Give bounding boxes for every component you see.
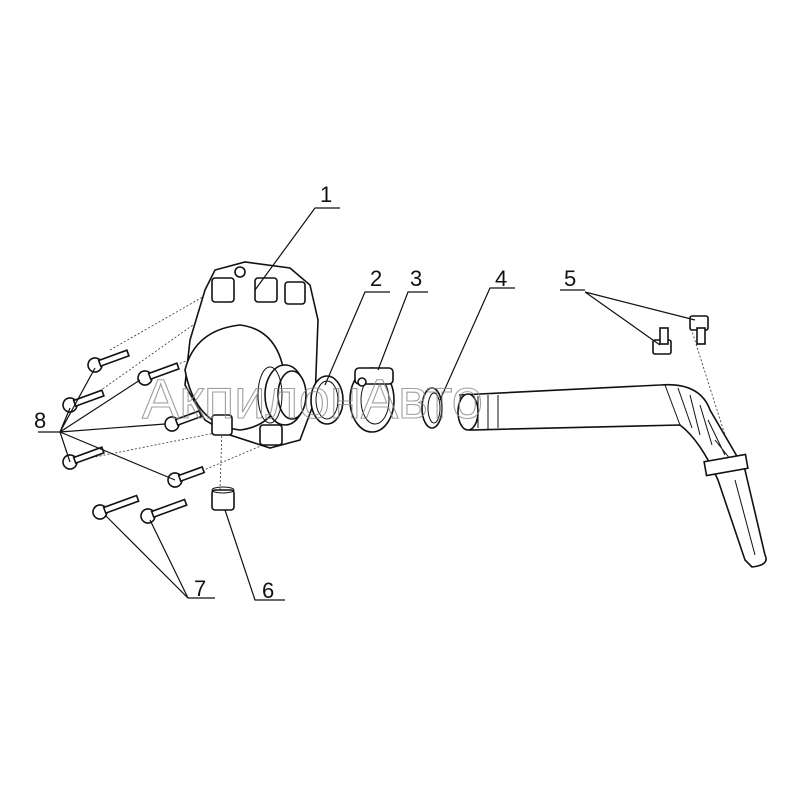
throttle-body-housing[interactable]: [184, 261, 319, 449]
callout-6: 6: [262, 578, 274, 603]
callout-5: 5: [564, 266, 576, 291]
sealing-ring[interactable]: [310, 375, 344, 425]
callout-8: 8: [34, 408, 46, 433]
leader-lines: [38, 207, 696, 601]
plug[interactable]: [211, 486, 235, 511]
callout-7: 7: [194, 576, 206, 601]
watermark: АкпилонАвто: [142, 367, 483, 430]
bolts-7-8[interactable]: [61, 346, 206, 525]
hose-clamp[interactable]: [349, 367, 395, 433]
gasket[interactable]: [421, 387, 443, 429]
bolts-5[interactable]: [652, 315, 709, 355]
callout-4: 4: [495, 266, 507, 291]
callout-1: 1: [320, 182, 332, 207]
callout-3: 3: [410, 266, 422, 291]
intake-hose[interactable]: [457, 383, 767, 568]
callout-2: 2: [370, 266, 382, 291]
